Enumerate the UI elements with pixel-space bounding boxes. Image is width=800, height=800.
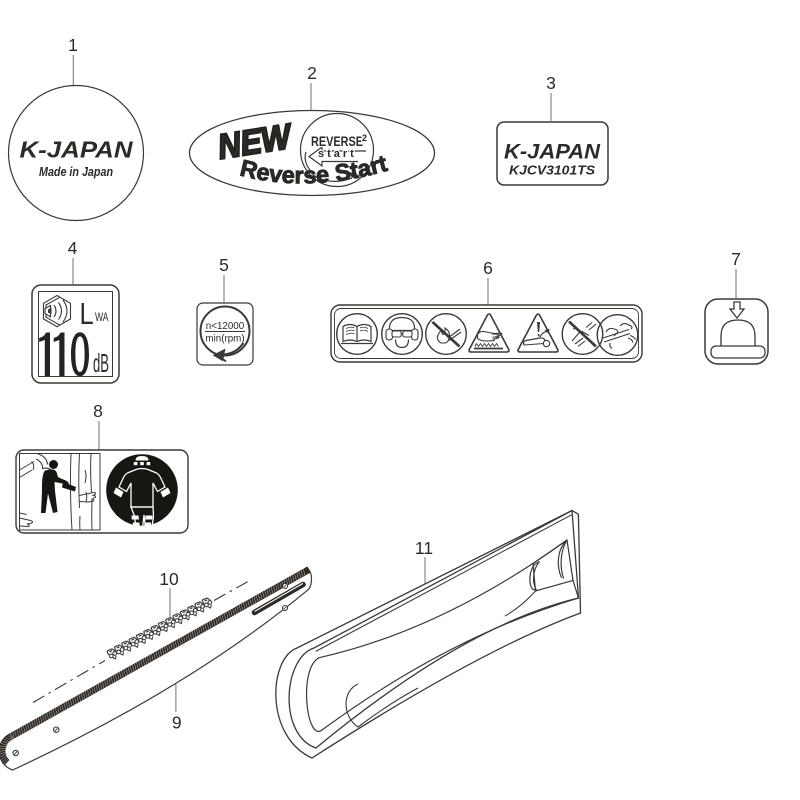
svg-text:2: 2 bbox=[362, 133, 367, 143]
svg-text:2: 2 bbox=[307, 63, 317, 83]
svg-text:min(rpm): min(rpm) bbox=[205, 334, 244, 345]
svg-text:5: 5 bbox=[219, 255, 229, 275]
svg-text:3: 3 bbox=[546, 73, 556, 93]
svg-text:L: L bbox=[80, 297, 94, 332]
svg-text:n<12000: n<12000 bbox=[206, 321, 245, 332]
svg-text:10: 10 bbox=[159, 569, 179, 589]
svg-text:9: 9 bbox=[172, 713, 182, 733]
svg-text:K-JAPAN: K-JAPAN bbox=[504, 141, 601, 164]
svg-text:7: 7 bbox=[731, 249, 741, 269]
svg-text:KJCV3101TS: KJCV3101TS bbox=[509, 164, 596, 178]
svg-text:dB: dB bbox=[93, 349, 109, 378]
svg-text:K-JAPAN: K-JAPAN bbox=[20, 137, 134, 163]
svg-text:6: 6 bbox=[483, 258, 493, 278]
svg-text:1: 1 bbox=[68, 35, 78, 55]
svg-text:11: 11 bbox=[415, 538, 433, 558]
svg-text:Made in Japan: Made in Japan bbox=[39, 164, 113, 179]
svg-text:start: start bbox=[318, 148, 357, 160]
svg-text:WA: WA bbox=[95, 312, 109, 324]
svg-text:8: 8 bbox=[93, 401, 103, 421]
svg-text:4: 4 bbox=[68, 238, 78, 258]
svg-text:REVERSE: REVERSE bbox=[311, 134, 363, 149]
